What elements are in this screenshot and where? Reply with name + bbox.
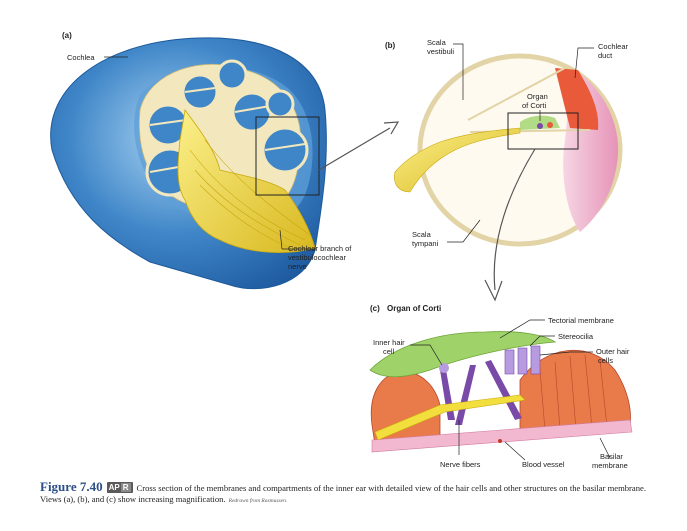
- caption-credit: Redrawn from Rasmussen.: [228, 498, 288, 504]
- zoom-box-a: [255, 116, 320, 196]
- blood-vessel-label: Blood vessel: [522, 460, 565, 469]
- panel-c-tag: (c): [370, 304, 380, 313]
- outer-hair-label-1: Outer hair: [596, 347, 630, 356]
- panel-a-tag: (a): [62, 31, 72, 40]
- nerve-label-2: vestibulocochlear: [288, 253, 346, 262]
- panel-a-cochlea: (a): [50, 31, 352, 290]
- cochlea-label: Cochlea: [67, 53, 95, 62]
- figure-number: Figure 7.40: [40, 479, 103, 494]
- basilar-membrane-shape: [371, 419, 633, 453]
- panel-b-cross-section: (b) Scala vestibuli Cochlear duct Organ …: [385, 38, 629, 248]
- scala-vestibuli-label-2: vestibuli: [427, 47, 454, 56]
- apr-badge-r: R: [120, 483, 131, 492]
- stereocilia-label: Stereocilia: [558, 332, 594, 341]
- nerve-fibers-shape: [374, 394, 526, 441]
- outer-cell-columns: [539, 354, 608, 431]
- panel-b-tag: (b): [385, 41, 396, 50]
- scala-tympani-label-2: tympani: [412, 239, 439, 248]
- zoom-arrow-a-to-b: [318, 121, 400, 171]
- basilar-label-1: Basilar: [600, 452, 623, 461]
- panel-c-organ-of-corti: (c) Organ of Corti: [369, 304, 633, 470]
- tectorial-membrane-shape: [369, 331, 557, 378]
- scala-tympani-label-1: Scala: [412, 230, 432, 239]
- cochlear-duct-shape: [555, 68, 599, 130]
- cochlear-duct-label-1: Cochlear: [598, 42, 629, 51]
- caption-text: Cross section of the membranes and compa…: [40, 483, 646, 504]
- cochlear-duct-label-2: duct: [598, 51, 613, 60]
- organ-label-1: Organ: [527, 92, 548, 101]
- tectorial-label: Tectorial membrane: [548, 316, 614, 325]
- blood-vessel-dot: [498, 439, 502, 443]
- outer-hair-label-2: cells: [598, 356, 613, 365]
- supporting-cells-right: [519, 349, 631, 433]
- nerve-fibers-label: Nerve fibers: [440, 460, 481, 469]
- apr-badge-ap: AP: [108, 483, 120, 492]
- organ-label-2: of Corti: [522, 101, 547, 110]
- inner-hair-label-2: cell: [383, 347, 395, 356]
- scala-vestibuli-label-1: Scala: [427, 38, 447, 47]
- basilar-label-2: membrane: [592, 461, 628, 470]
- panel-c-title: Organ of Corti: [387, 304, 441, 313]
- nerve-into-cross-section: [394, 127, 521, 193]
- inner-hair-label-1: Inner hair: [373, 338, 405, 347]
- zoom-arrow-b-to-c: [484, 148, 536, 302]
- nerve-label-1: Cochlear branch of: [288, 244, 352, 253]
- zoom-box-b: [507, 112, 579, 150]
- cochlear-nerve-bundle: [177, 109, 316, 253]
- cochlear-turns: [145, 59, 309, 197]
- nerve-label-3: nerve: [288, 262, 307, 271]
